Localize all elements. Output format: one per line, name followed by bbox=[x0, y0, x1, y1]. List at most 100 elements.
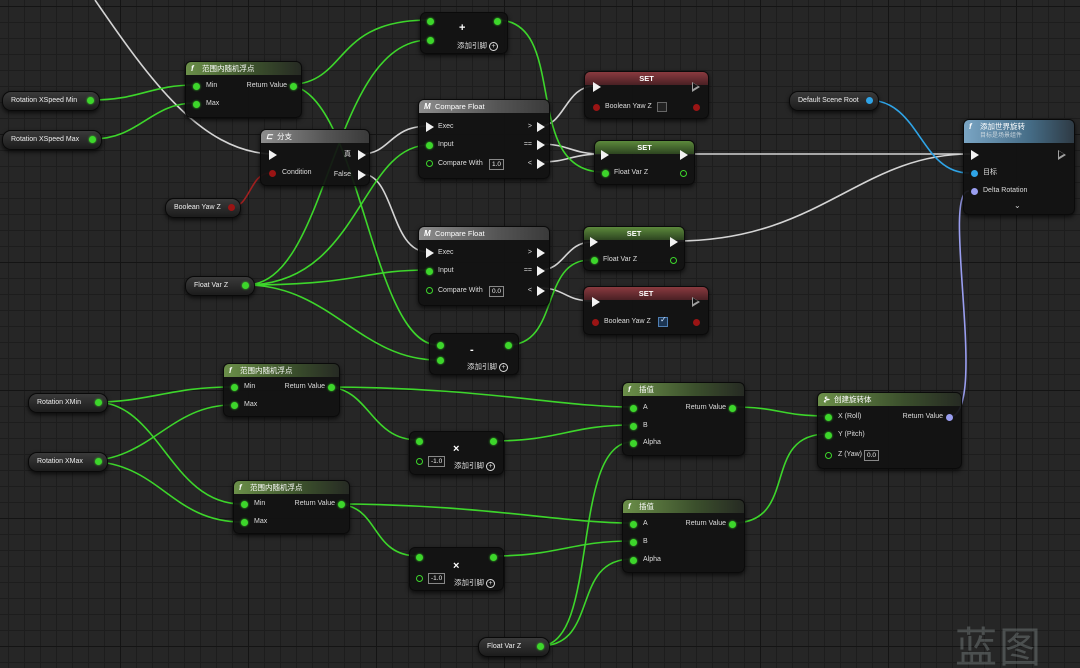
output-pin[interactable] bbox=[490, 438, 497, 445]
output-pin[interactable] bbox=[490, 554, 497, 561]
return-value-pin[interactable] bbox=[328, 384, 335, 391]
set-boolean-yaw-z-node[interactable]: SET Boolean Yaw Z bbox=[583, 286, 709, 335]
var-boolean-yaw-z[interactable]: Boolean Yaw Z bbox=[165, 198, 241, 218]
input-a-pin[interactable] bbox=[416, 554, 423, 561]
alpha-pin[interactable] bbox=[630, 557, 637, 564]
branch-node[interactable]: ⊏分支 Condition 真 False bbox=[260, 129, 370, 186]
add-pin-button[interactable]: 添加引脚+ bbox=[454, 460, 495, 471]
max-pin[interactable] bbox=[241, 519, 248, 526]
exec-greater-pin[interactable] bbox=[537, 248, 545, 258]
compare-with-value[interactable]: 1.0 bbox=[489, 159, 505, 170]
multiply-float-node[interactable]: -1.0 × 添加引脚+ bbox=[409, 431, 504, 475]
var-float-var-z[interactable]: Float Var Z bbox=[185, 276, 255, 296]
input-b-pin[interactable] bbox=[437, 357, 444, 364]
b-pin[interactable] bbox=[630, 423, 637, 430]
exec-in-pin[interactable] bbox=[426, 248, 434, 258]
exec-in-pin[interactable] bbox=[269, 150, 277, 160]
input-a-pin[interactable] bbox=[437, 342, 444, 349]
var-float-var-z[interactable]: Float Var Z bbox=[478, 637, 550, 657]
condition-pin[interactable] bbox=[269, 170, 276, 177]
compare-with-pin[interactable] bbox=[426, 160, 433, 167]
bool-out-pin[interactable] bbox=[693, 104, 700, 111]
min-pin[interactable] bbox=[231, 384, 238, 391]
delta-rotation-pin[interactable] bbox=[971, 188, 978, 195]
return-value-pin[interactable] bbox=[729, 405, 736, 412]
return-value-pin[interactable] bbox=[290, 83, 297, 90]
float-pin[interactable] bbox=[89, 136, 96, 143]
bool-pin[interactable] bbox=[228, 204, 235, 211]
chevron-down-icon[interactable]: ⌄ bbox=[1014, 201, 1021, 210]
boolean-checkbox[interactable] bbox=[658, 315, 668, 327]
input-a-pin[interactable] bbox=[427, 18, 434, 25]
min-pin[interactable] bbox=[193, 83, 200, 90]
input-b-pin[interactable] bbox=[416, 575, 423, 582]
boolean-checkbox[interactable] bbox=[657, 102, 667, 112]
input-pin[interactable] bbox=[426, 268, 433, 275]
bool-out-pin[interactable] bbox=[693, 319, 700, 326]
compare-with-pin[interactable] bbox=[426, 287, 433, 294]
exec-false-pin[interactable] bbox=[358, 170, 366, 180]
var-default-scene-root[interactable]: Default Scene Root bbox=[789, 91, 879, 111]
exec-in-pin[interactable] bbox=[426, 122, 434, 132]
var-rotation-xspeed-min[interactable]: Rotation XSpeed Min bbox=[2, 91, 100, 111]
exec-less-pin[interactable] bbox=[537, 286, 545, 296]
y-pitch-pin[interactable] bbox=[825, 432, 832, 439]
bool-in-pin[interactable] bbox=[592, 319, 599, 326]
exec-out-pin[interactable] bbox=[1058, 150, 1066, 160]
input-b-pin[interactable] bbox=[427, 37, 434, 44]
set-float-var-z-node[interactable]: SET Float Var Z bbox=[594, 140, 695, 185]
add-pin-button[interactable]: 添加引脚+ bbox=[457, 40, 498, 51]
exec-in-pin[interactable] bbox=[590, 237, 598, 247]
float-pin[interactable] bbox=[87, 97, 94, 104]
add-pin-button[interactable]: 添加引脚+ bbox=[454, 577, 495, 588]
bool-in-pin[interactable] bbox=[593, 104, 600, 111]
subtract-float-node[interactable]: - 添加引脚+ bbox=[429, 333, 519, 375]
exec-equal-pin[interactable] bbox=[537, 140, 545, 150]
multiplier-value[interactable]: -1.0 bbox=[428, 456, 446, 467]
multiply-float-node[interactable]: -1.0 × 添加引脚+ bbox=[409, 547, 504, 591]
float-in-pin[interactable] bbox=[591, 257, 598, 264]
float-pin[interactable] bbox=[95, 399, 102, 406]
multiplier-value[interactable]: -1.0 bbox=[428, 573, 446, 584]
set-boolean-yaw-z-node[interactable]: SET Boolean Yaw Z bbox=[584, 71, 709, 119]
object-pin[interactable] bbox=[866, 97, 873, 104]
float-out-pin[interactable] bbox=[680, 170, 687, 177]
exec-less-pin[interactable] bbox=[537, 159, 545, 169]
var-rotation-xspeed-max[interactable]: Rotation XSpeed Max bbox=[2, 130, 102, 150]
input-b-pin[interactable] bbox=[416, 458, 423, 465]
return-value-pin[interactable] bbox=[729, 521, 736, 528]
b-pin[interactable] bbox=[630, 539, 637, 546]
float-pin[interactable] bbox=[95, 458, 102, 465]
max-pin[interactable] bbox=[231, 402, 238, 409]
exec-greater-pin[interactable] bbox=[537, 122, 545, 132]
exec-in-pin[interactable] bbox=[593, 82, 601, 92]
add-float-node[interactable]: + 添加引脚+ bbox=[420, 12, 508, 54]
output-pin[interactable] bbox=[494, 18, 501, 25]
output-pin[interactable] bbox=[505, 342, 512, 349]
alpha-pin[interactable] bbox=[630, 440, 637, 447]
exec-out-pin[interactable] bbox=[680, 150, 688, 160]
var-rotation-xmax[interactable]: Rotation XMax bbox=[28, 452, 108, 472]
make-rotator-node[interactable]: ⊱创建旋转体 X (Roll) Y (Pitch) Z (Yaw) 0.0 Re… bbox=[817, 392, 962, 469]
var-rotation-xmin[interactable]: Rotation XMin bbox=[28, 393, 108, 413]
exec-in-pin[interactable] bbox=[592, 297, 600, 307]
exec-in-pin[interactable] bbox=[601, 150, 609, 160]
float-out-pin[interactable] bbox=[670, 257, 677, 264]
input-a-pin[interactable] bbox=[416, 438, 423, 445]
z-yaw-pin[interactable] bbox=[825, 452, 832, 459]
float-pin[interactable] bbox=[537, 643, 544, 650]
a-pin[interactable] bbox=[630, 405, 637, 412]
exec-out-pin[interactable] bbox=[692, 82, 700, 92]
exec-true-pin[interactable] bbox=[358, 150, 366, 160]
exec-out-pin[interactable] bbox=[670, 237, 678, 247]
set-float-var-z-node[interactable]: SET Float Var Z bbox=[583, 226, 685, 271]
